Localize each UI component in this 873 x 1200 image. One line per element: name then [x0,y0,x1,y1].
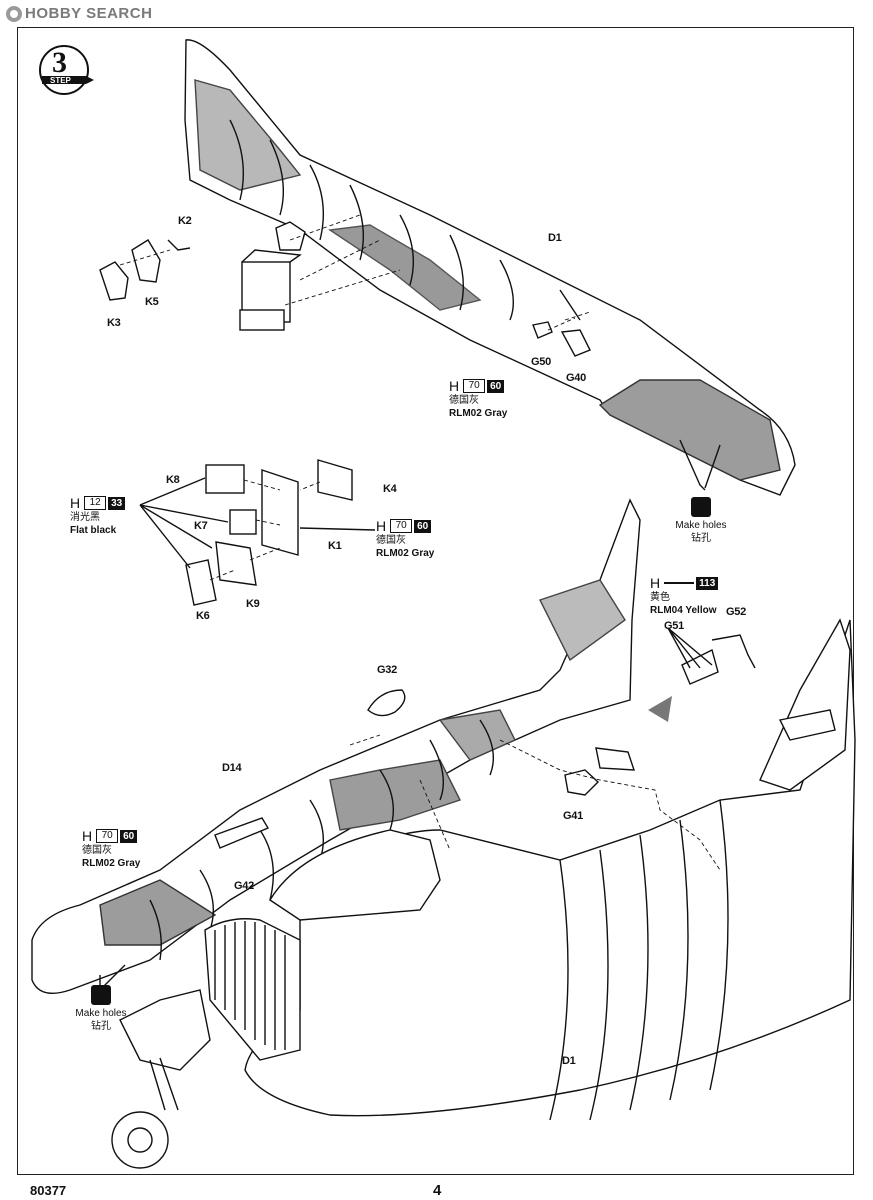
page-number: 4 [433,1182,442,1199]
part-label-d1-top: D1 [548,232,562,244]
make-holes-right: Make holes 钻孔 [668,497,734,545]
part-label-g52: G52 [726,606,746,618]
part-label-g42: G42 [234,880,254,892]
color-callout-flat-black: H 12 33 消光黑 Flat black [70,495,126,537]
kit-number: 80377 [30,1183,67,1198]
step-number: 3 [52,46,67,79]
part-label-k8: K8 [166,474,180,486]
color-name-en: RLM02 Gray [82,858,141,869]
color-code: H 70 60 [449,378,507,394]
part-label-k6: K6 [196,610,210,622]
part-label-k3: K3 [107,317,121,329]
color-code: H 113 [650,575,719,591]
color-callout-radiator: H 70 60 德国灰 RLM02 Gray [376,518,434,560]
make-holes-left: Make holes 钻孔 [68,985,134,1033]
page-frame [17,27,854,1175]
part-label-d1-bottom: D1 [562,1055,576,1067]
color-name-en: RLM02 Gray [449,408,508,419]
part-label-g40: G40 [566,372,586,384]
step-badge: 3 STEP [34,44,100,96]
watermark-text: HOBBY SEARCH [25,5,153,22]
make-holes-en: Make holes [75,1008,127,1019]
color-name-cn: 德国灰 [449,395,479,406]
part-label-g51: G51 [664,620,684,632]
watermark: HOBBY SEARCH [6,5,152,22]
part-label-k5: K5 [145,296,159,308]
make-holes-cn: 钻孔 [91,1021,111,1032]
step-word: STEP [50,76,71,85]
drill-icon [91,985,111,1005]
color-code: H 70 60 [82,828,140,844]
part-label-g32: G32 [377,664,397,676]
color-name-cn: 黄色 [650,592,670,603]
color-code: H 70 60 [376,518,434,534]
part-label-d14: D14 [222,762,242,774]
color-name-en: RLM02 Gray [376,548,435,559]
color-callout-lower-wing: H 70 60 德国灰 RLM02 Gray [82,828,140,870]
color-name-cn: 消光黑 [70,512,100,523]
part-label-g50: G50 [531,356,551,368]
part-label-k4: K4 [383,483,397,495]
color-name-en: RLM04 Yellow [650,605,717,616]
color-code: H 12 33 [70,495,126,511]
hobbysearch-logo-icon [6,5,22,22]
make-holes-en: Make holes [675,520,727,531]
color-name-cn: 德国灰 [376,535,406,546]
part-label-k2: K2 [178,215,192,227]
color-callout-yellow: H 113 黄色 RLM04 Yellow [650,575,719,617]
part-label-k1: K1 [328,540,342,552]
color-name-en: Flat black [70,525,117,536]
color-name-cn: 德国灰 [82,845,112,856]
part-label-k7: K7 [194,520,208,532]
part-label-g41: G41 [563,810,583,822]
drill-icon [691,497,711,517]
color-callout-upper-wing: H 70 60 德国灰 RLM02 Gray [449,378,507,420]
part-label-k9: K9 [246,598,260,610]
make-holes-cn: 钻孔 [691,533,711,544]
